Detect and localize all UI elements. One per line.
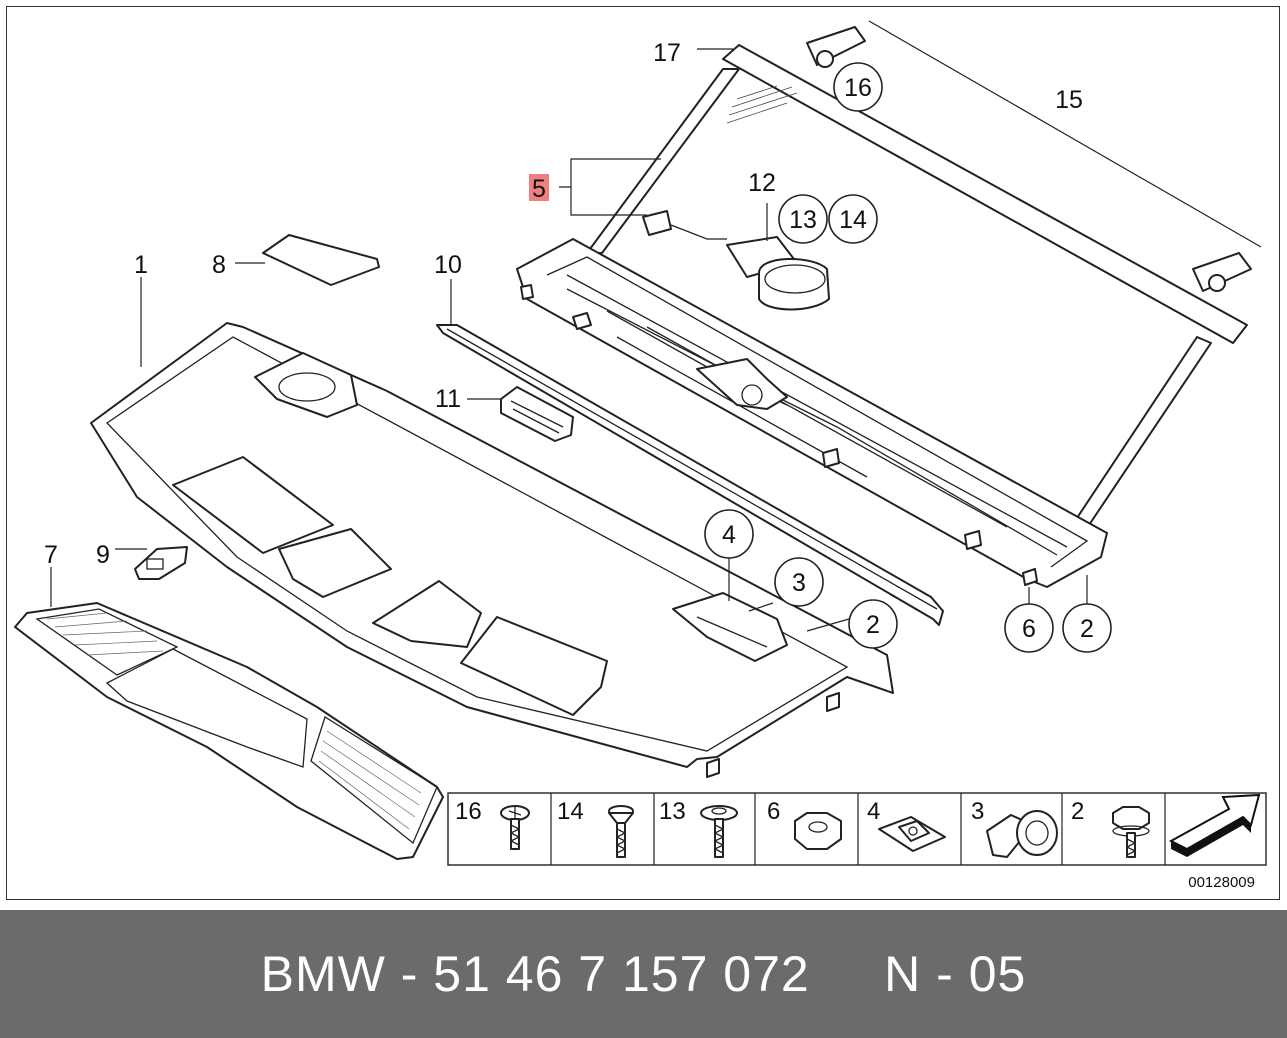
callout-4[interactable]: 4	[722, 521, 736, 549]
legend-cell-16[interactable]: 16	[455, 798, 482, 825]
legend-cell-4[interactable]: 4	[867, 798, 880, 825]
grille-cover	[14, 602, 444, 860]
callout-10[interactable]: 10	[434, 251, 462, 279]
bolt-icon	[608, 805, 634, 858]
callout-circles	[704, 62, 1112, 653]
parts-diagram: 17 16 15 5 12 13 14 1 8 10 11 9 7 4 3 2 …	[14, 20, 1267, 891]
diagram-frame: 17 16 15 5 12 13 14 1 8 10 11 9 7 4 3 2 …	[6, 6, 1280, 900]
callout-9[interactable]: 9	[96, 541, 110, 569]
rear-shelf	[90, 322, 894, 778]
legend-cell-6[interactable]: 6	[767, 798, 780, 825]
clip-nut-icon	[878, 816, 946, 852]
callout-labels: 17 16 15 5 12 13 14 1 8 10 11 9 7 4 3 2 …	[44, 39, 1094, 643]
callout-11[interactable]: 11	[435, 385, 461, 413]
callout-8[interactable]: 8	[212, 251, 226, 279]
blind-right-rail	[1070, 336, 1212, 532]
collar-screw-icon	[1112, 806, 1150, 858]
fastener-legend: 16 14 13 6 4 3 2	[447, 792, 1267, 866]
callout-3[interactable]: 3	[792, 569, 806, 597]
callout-2[interactable]: 2	[866, 611, 880, 639]
retainer	[134, 546, 188, 580]
legend-cell-3[interactable]: 3	[971, 798, 984, 825]
blind-clip-right	[1192, 252, 1252, 292]
nut-icon	[794, 812, 842, 850]
legend-cell-13[interactable]: 13	[659, 798, 686, 825]
callout-15[interactable]: 15	[1055, 86, 1083, 114]
blind-motor-housing	[696, 358, 788, 410]
felt-pad	[262, 234, 380, 286]
callout-2-right[interactable]: 2	[1080, 615, 1094, 643]
blind-clip-left	[806, 26, 866, 68]
roller-blind	[586, 20, 1262, 532]
blind-left-rail	[586, 68, 740, 254]
highlight-marker	[529, 174, 549, 201]
leader-lines	[50, 48, 1088, 632]
grommet-icon	[986, 810, 1058, 858]
trim-strip	[436, 324, 944, 626]
legend-cell-14[interactable]: 14	[557, 798, 584, 825]
stud-icon	[700, 805, 738, 858]
callout-6[interactable]: 6	[1022, 615, 1036, 643]
arrow-icon	[1168, 793, 1261, 857]
callout-16[interactable]: 16	[844, 74, 872, 102]
screw-icon	[500, 805, 530, 850]
callout-17[interactable]: 17	[653, 39, 681, 67]
callout-13[interactable]: 13	[789, 206, 817, 234]
rear-frame	[516, 238, 1108, 588]
part-number-caption: BMW - 51 46 7 157 072 N - 05	[260, 946, 1027, 1002]
legend-cell-2[interactable]: 2	[1071, 798, 1084, 825]
callout-12[interactable]: 12	[748, 169, 776, 197]
callout-1[interactable]: 1	[134, 251, 148, 279]
reference-number: 00128009	[1188, 874, 1255, 891]
callout-5[interactable]: 5	[532, 175, 546, 203]
callout-7[interactable]: 7	[44, 541, 58, 569]
footer-bar: BMW - 51 46 7 157 072 N - 05	[0, 910, 1287, 1038]
callout-14[interactable]: 14	[839, 206, 867, 234]
drive-motor	[642, 210, 830, 311]
mount-clip	[500, 386, 574, 442]
